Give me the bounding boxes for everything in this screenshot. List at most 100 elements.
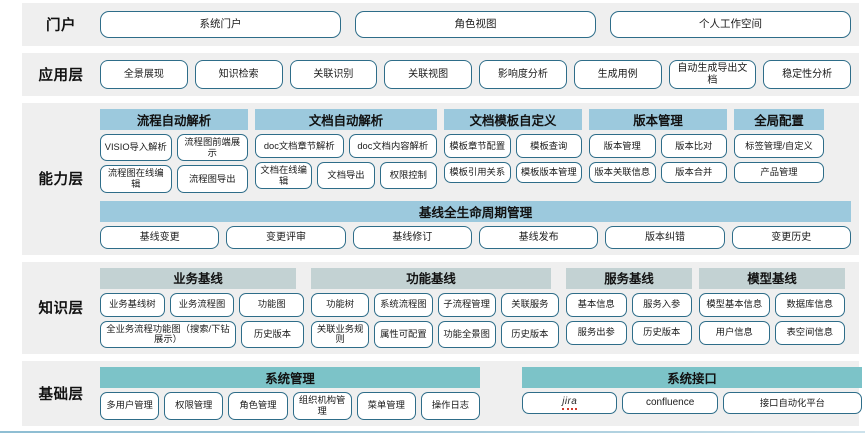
know-item-function-panorama[interactable]: 功能全景图: [437, 320, 496, 349]
know-item-system-flowchart[interactable]: 系统流程图: [374, 292, 433, 317]
cap-item-doc-export[interactable]: 文档导出: [317, 162, 375, 190]
group-title-model-baseline: 模型基线: [699, 267, 845, 289]
cap-item-tag-manage[interactable]: 标签管理/自定义: [734, 134, 824, 158]
group-title-system-interface: 系统接口: [522, 367, 862, 389]
application-item-strip: 全景展现 知识检索 关联识别 关联视图 影响度分析 生成用例 自动生成导出文档 …: [100, 60, 851, 89]
group-row-1: jira confluence 接口自动化平台: [522, 392, 862, 415]
group-row-2: 模板引用关系 模板版本管理: [444, 162, 582, 183]
cap-item-flow-export[interactable]: 流程图导出: [176, 165, 248, 193]
capability-group-process-parse: 流程自动解析 VISIO导入解析 流程图前端展示 流程图在线编辑 流程图导出: [100, 109, 248, 193]
capability-group-doc-parse: 文档自动解析 doc文档章节解析 doc文档内容解析 文档在线编辑 文档导出 权…: [255, 109, 437, 193]
know-item-function-tree[interactable]: 功能树: [311, 292, 370, 317]
portal-item-strip: 系统门户 角色视图 个人工作空间: [100, 11, 851, 38]
know-item-tablespace-info[interactable]: 表空间信息: [774, 320, 845, 345]
group-title-baseline-lifecycle: 基线全生命周期管理: [100, 200, 851, 222]
base-item-org-manage[interactable]: 组织机构管理: [292, 392, 352, 420]
layer-body-knowledge: 业务基线 业务基线树 业务流程图 功能图 全业务流程功能图（搜索/下钻展示） 历…: [100, 267, 851, 349]
group-row-1: 版本管理 版本比对: [589, 134, 727, 158]
group-title-template: 文档模板自定义: [444, 109, 582, 130]
jira-logo-icon: jira: [562, 396, 578, 411]
base-item-menu-manage[interactable]: 菜单管理: [356, 392, 416, 420]
cap-item-template-version[interactable]: 模板版本管理: [515, 162, 582, 183]
cap-item-flow-online-edit[interactable]: 流程图在线编辑: [100, 165, 172, 193]
application-item-0[interactable]: 全景展现: [100, 60, 188, 89]
portal-item-1[interactable]: 角色视图: [355, 11, 596, 38]
baseline-item-4[interactable]: 版本纠错: [605, 225, 725, 249]
group-row-2: 文档在线编辑 文档导出 权限控制: [255, 162, 437, 190]
group-title-process-parse: 流程自动解析: [100, 109, 248, 130]
know-item-history-version[interactable]: 历史版本: [631, 320, 692, 345]
portal-item-2[interactable]: 个人工作空间: [610, 11, 851, 38]
application-item-7[interactable]: 稳定性分析: [763, 60, 851, 89]
application-item-3[interactable]: 关联视图: [384, 60, 472, 89]
application-item-2[interactable]: 关联识别: [289, 60, 378, 89]
know-item-related-business-rule[interactable]: 关联业务规则: [311, 320, 370, 349]
application-item-6[interactable]: 自动生成导出文档: [668, 60, 757, 89]
know-item-attribute-config[interactable]: 属性可配置: [374, 320, 433, 349]
baseline-item-3[interactable]: 基线发布: [478, 225, 599, 249]
cap-item-version-manage[interactable]: 版本管理: [589, 134, 656, 158]
base-item-role-manage[interactable]: 角色管理: [228, 392, 288, 420]
know-item-related-service[interactable]: 关联服务: [500, 292, 559, 317]
baseline-item-5[interactable]: 变更历史: [731, 225, 851, 249]
group-title-version: 版本管理: [589, 109, 727, 130]
know-item-business-baseline-tree[interactable]: 业务基线树: [100, 292, 165, 317]
cap-item-doc-content-parse[interactable]: doc文档内容解析: [348, 134, 437, 158]
group-row-1: 模板章节配置 模板查询: [444, 134, 582, 158]
layer-label-base: 基础层: [38, 386, 84, 403]
portal-item-0[interactable]: 系统门户: [100, 11, 341, 38]
layer-row-capability: 能力层 流程自动解析 VISIO导入解析 流程图前端展示 流程图在线编辑 流程图…: [22, 103, 859, 255]
cap-item-product-manage[interactable]: 产品管理: [734, 162, 824, 183]
capability-group-strip: 流程自动解析 VISIO导入解析 流程图前端展示 流程图在线编辑 流程图导出 文…: [100, 109, 851, 193]
cap-item-visio-import[interactable]: VISIO导入解析: [100, 134, 172, 162]
knowledge-group-business-baseline: 业务基线 业务基线树 业务流程图 功能图 全业务流程功能图（搜索/下钻展示） 历…: [100, 267, 305, 349]
base-group-system-manage: 系统管理 多用户管理 权限管理 角色管理 组织机构管理 菜单管理 操作日志: [100, 367, 481, 420]
group-title-global-config: 全局配置: [734, 109, 824, 130]
know-item-database-info[interactable]: 数据库信息: [774, 292, 845, 317]
group-row-2: 全业务流程功能图（搜索/下钻展示） 历史版本: [100, 320, 304, 349]
cap-item-permission-control[interactable]: 权限控制: [379, 162, 437, 190]
base-group-strip: 系统管理 多用户管理 权限管理 角色管理 组织机构管理 菜单管理 操作日志 系统…: [100, 367, 862, 420]
cap-item-template-query[interactable]: 模板查询: [515, 134, 582, 158]
know-item-basic-info[interactable]: 基本信息: [566, 292, 627, 317]
group-title-service-baseline: 服务基线: [566, 267, 692, 289]
cap-item-version-relation[interactable]: 版本关联信息: [589, 162, 656, 183]
group-row-1: VISIO导入解析 流程图前端展示: [100, 134, 248, 162]
base-item-permission-manage[interactable]: 权限管理: [164, 392, 224, 420]
base-item-multi-user-manage[interactable]: 多用户管理: [100, 392, 160, 420]
cap-item-version-merge[interactable]: 版本合并: [660, 162, 727, 183]
cap-item-template-chapter-config[interactable]: 模板章节配置: [444, 134, 511, 158]
group-row-1: doc文档章节解析 doc文档内容解析: [255, 134, 437, 158]
application-item-4[interactable]: 影响度分析: [479, 60, 567, 89]
know-item-subflow-manage[interactable]: 子流程管理: [437, 292, 496, 317]
know-item-service-input[interactable]: 服务入参: [631, 292, 692, 317]
group-row-1: 基本信息 服务入参: [566, 292, 692, 317]
base-item-jira[interactable]: jira: [522, 392, 618, 415]
cap-item-doc-online-edit[interactable]: 文档在线编辑: [255, 162, 313, 190]
baseline-item-2[interactable]: 基线修订: [352, 225, 472, 249]
baseline-item-0[interactable]: 基线变更: [100, 225, 220, 249]
cap-item-flow-frontend[interactable]: 流程图前端展示: [176, 134, 248, 162]
baseline-item-strip: 基线变更 变更评审 基线修订 基线发布 版本纠错 变更历史: [100, 225, 851, 249]
base-item-interface-automation[interactable]: 接口自动化平台: [722, 392, 862, 415]
group-title-business-baseline: 业务基线: [100, 267, 296, 289]
cap-item-template-reference[interactable]: 模板引用关系: [444, 162, 511, 183]
layer-body-portal: 系统门户 角色视图 个人工作空间: [100, 11, 851, 38]
know-item-user-info[interactable]: 用户信息: [699, 320, 770, 345]
know-item-function-chart[interactable]: 功能图: [239, 292, 305, 317]
know-item-history-version[interactable]: 历史版本: [500, 320, 559, 349]
base-item-operation-log[interactable]: 操作日志: [420, 392, 481, 420]
group-title-function-baseline: 功能基线: [311, 267, 551, 289]
know-item-model-basic-info[interactable]: 模型基本信息: [699, 292, 770, 317]
application-item-5[interactable]: 生成用例: [573, 60, 662, 89]
application-item-1[interactable]: 知识检索: [194, 60, 283, 89]
cap-item-version-compare[interactable]: 版本比对: [660, 134, 727, 158]
know-item-history-version[interactable]: 历史版本: [241, 320, 304, 349]
know-item-all-business-flow[interactable]: 全业务流程功能图（搜索/下钻展示）: [100, 320, 236, 349]
cap-item-doc-chapter-parse[interactable]: doc文档章节解析: [255, 134, 344, 158]
baseline-item-1[interactable]: 变更评审: [226, 225, 346, 249]
know-item-business-flowchart[interactable]: 业务流程图: [169, 292, 235, 317]
base-item-confluence[interactable]: confluence: [622, 392, 718, 415]
know-item-service-output[interactable]: 服务出参: [566, 320, 627, 345]
